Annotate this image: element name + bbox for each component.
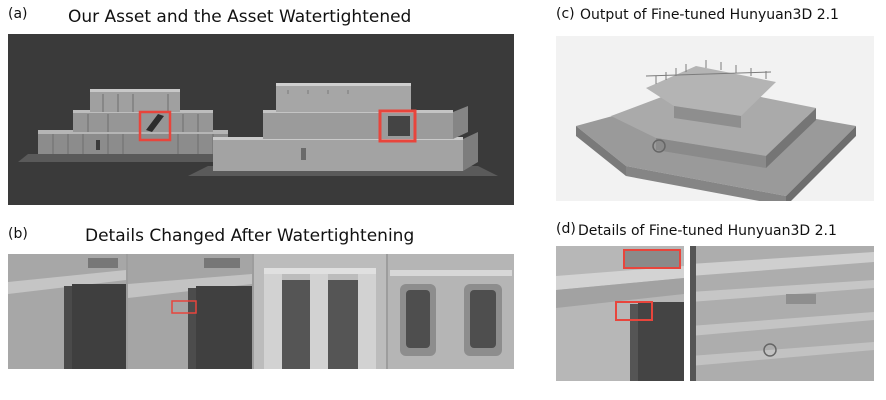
highlight-box-edge bbox=[615, 301, 653, 321]
panel-a-title: Our Asset and the Asset Watertightened bbox=[68, 7, 412, 27]
highlight-box-detail bbox=[171, 300, 197, 314]
panel-b-label: (b) bbox=[8, 226, 28, 242]
detail-original-slots bbox=[254, 254, 386, 369]
panel-d-label: (d) bbox=[556, 221, 576, 237]
panel-b-render bbox=[8, 254, 514, 369]
highlight-box-top bbox=[623, 249, 681, 269]
panel-a-label: (a) bbox=[8, 6, 28, 22]
watertightened-asset-model bbox=[213, 83, 478, 171]
panel-a-render bbox=[8, 34, 514, 205]
detail-original-corner bbox=[8, 254, 126, 369]
highlight-box-original bbox=[138, 110, 172, 142]
panel-d-render-right bbox=[690, 246, 874, 381]
detail-watertight-slots bbox=[388, 254, 514, 369]
hunyuan3d-output-model bbox=[576, 60, 856, 201]
panel-c-render bbox=[556, 36, 874, 201]
panel-b-title: Details Changed After Watertightening bbox=[85, 226, 415, 246]
panel-d-render-left bbox=[556, 246, 684, 381]
panel-c-label: (c) bbox=[556, 6, 575, 22]
highlight-box-watertight bbox=[378, 109, 417, 143]
panel-c-title: Output of Fine-tuned Hunyuan3D 2.1 bbox=[580, 7, 839, 23]
panel-d-title: Details of Fine-tuned Hunyuan3D 2.1 bbox=[578, 223, 837, 239]
detail-watertight-corner bbox=[128, 254, 252, 369]
